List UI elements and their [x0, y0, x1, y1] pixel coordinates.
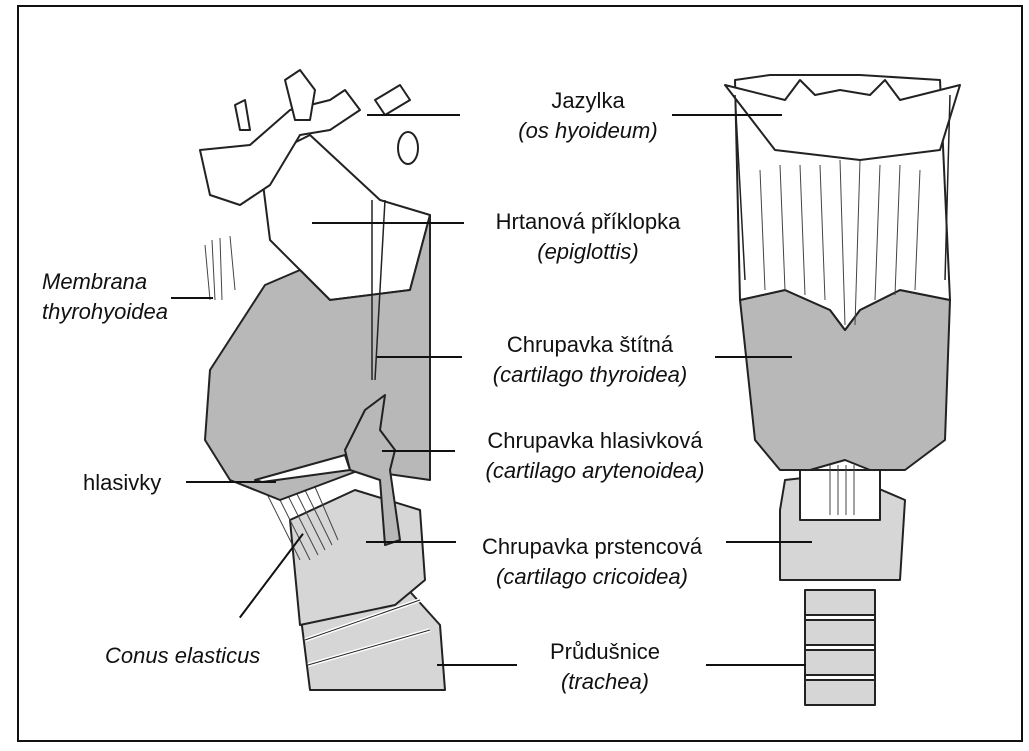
- label-arytenoid-name: Chrupavka hlasivková: [486, 426, 705, 456]
- leader-hyoid-right: [672, 114, 782, 116]
- leader-trachea-right: [706, 664, 806, 666]
- label-epiglottis-name: Hrtanová příklopka: [496, 207, 681, 237]
- trachea-ring: [805, 620, 875, 645]
- trachea-ring: [805, 590, 875, 615]
- label-cricoid-latin: (cartilago cricoidea): [482, 562, 702, 592]
- trachea-ring: [805, 680, 875, 705]
- leader-cricoid-right: [726, 541, 812, 543]
- leader-trachea-left: [437, 664, 517, 666]
- label-membrana: Membrana thyrohyoidea: [42, 267, 168, 327]
- label-thyroid-name: Chrupavka štítná: [493, 330, 687, 360]
- leader-arytenoid: [382, 450, 455, 452]
- trachea-ring: [805, 650, 875, 675]
- label-conus: Conus elasticus: [105, 641, 260, 671]
- leader-thyroid-right: [715, 356, 792, 358]
- label-hyoid-name: Jazylka: [518, 86, 657, 116]
- label-membrana-line2: thyrohyoidea: [42, 297, 168, 327]
- label-thyroid-latin: (cartilago thyroidea): [493, 360, 687, 390]
- leader-cricoid-left: [366, 541, 456, 543]
- label-hyoid: Jazylka (os hyoideum): [518, 86, 657, 146]
- label-epiglottis-latin: (epiglottis): [496, 237, 681, 267]
- leader-hyoid-left: [367, 114, 460, 116]
- label-trachea-name: Průdušnice: [550, 637, 660, 667]
- label-arytenoid-latin: (cartilago arytenoidea): [486, 456, 705, 486]
- label-cricoid-name: Chrupavka prstencová: [482, 532, 702, 562]
- label-trachea: Průdušnice (trachea): [550, 637, 660, 697]
- label-cricoid: Chrupavka prstencová (cartilago cricoide…: [482, 532, 702, 592]
- label-arytenoid: Chrupavka hlasivková (cartilago arytenoi…: [486, 426, 705, 486]
- leader-epiglottis: [312, 222, 464, 224]
- larynx-lateral-view: [200, 70, 445, 690]
- leader-thyroid-left: [377, 356, 462, 358]
- label-membrana-line1: Membrana: [42, 267, 168, 297]
- larynx-anterior-view: [725, 75, 960, 705]
- label-epiglottis: Hrtanová příklopka (epiglottis): [496, 207, 681, 267]
- label-trachea-latin: (trachea): [550, 667, 660, 697]
- leader-membrana: [171, 297, 213, 299]
- label-hlasivky: hlasivky: [83, 468, 161, 498]
- label-hyoid-latin: (os hyoideum): [518, 116, 657, 146]
- label-thyroid: Chrupavka štítná (cartilago thyroidea): [493, 330, 687, 390]
- leader-hlasivky: [186, 481, 276, 483]
